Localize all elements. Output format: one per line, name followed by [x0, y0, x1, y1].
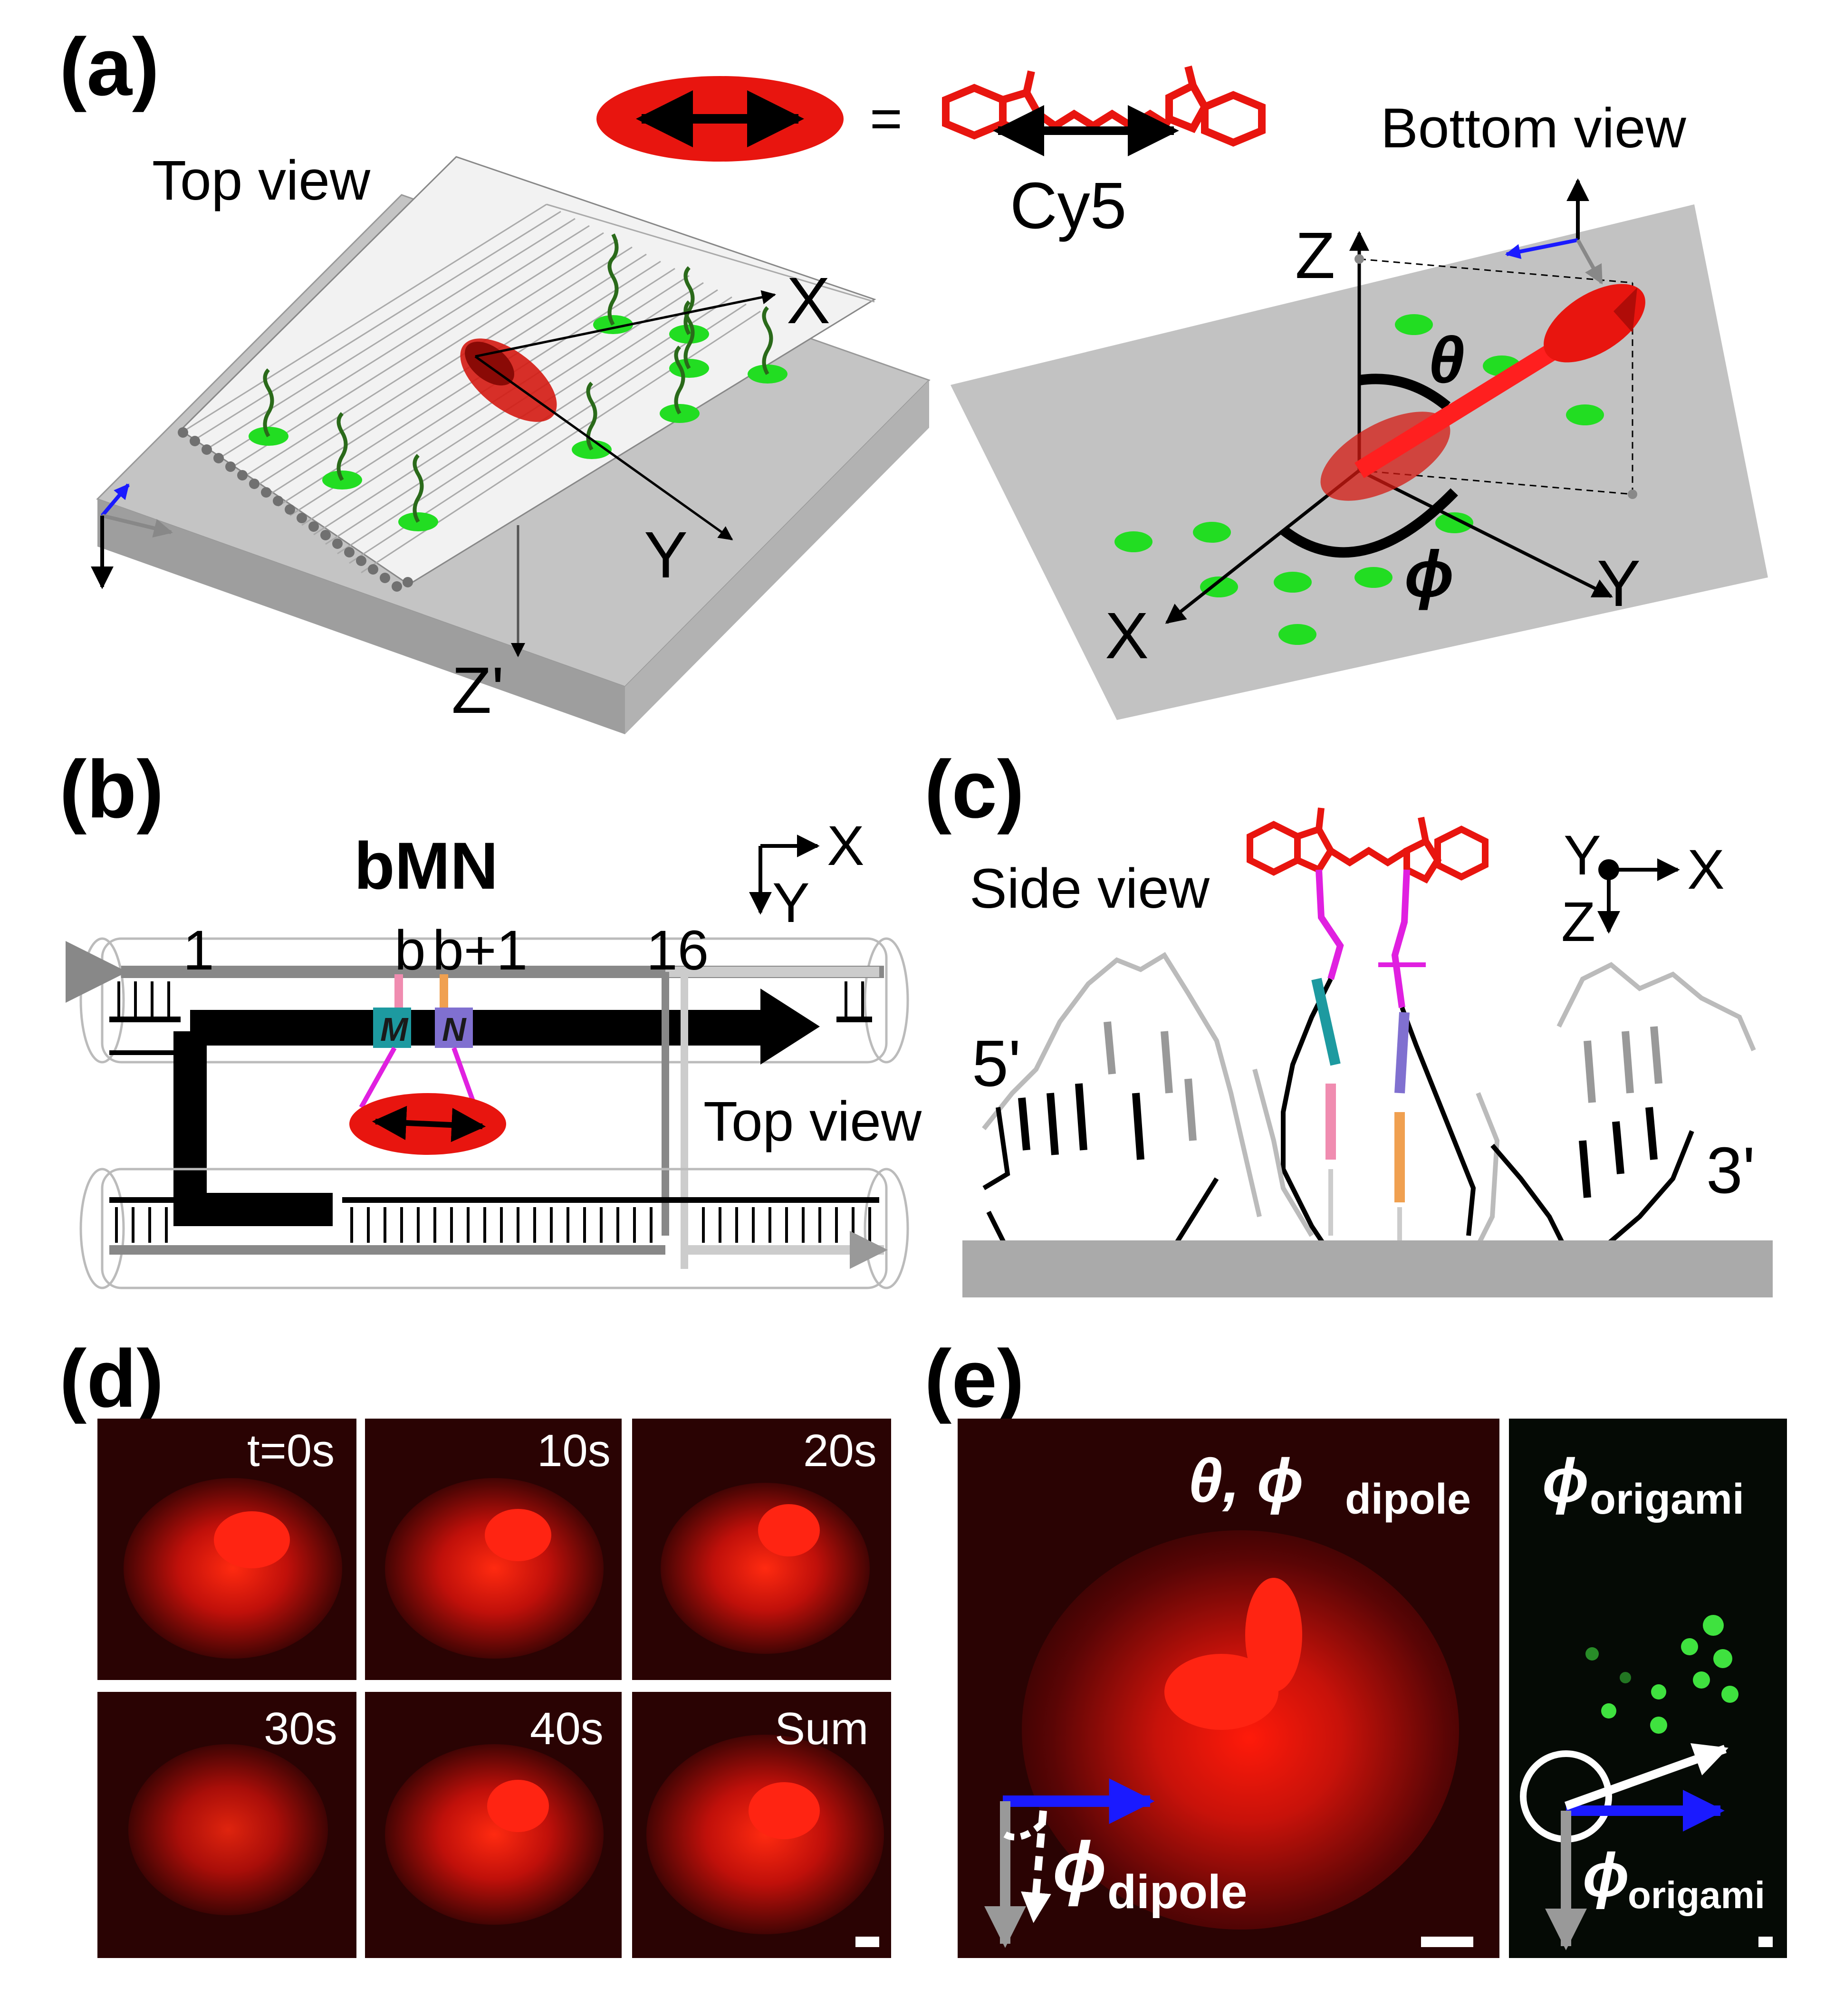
y-axis-top	[474, 355, 733, 541]
x-label-top: X	[787, 264, 830, 337]
phi-origami-symbol: ϕ	[1583, 1840, 1629, 1910]
dna-duplex-left	[982, 952, 1262, 1286]
bmn-title: bMN	[354, 828, 498, 903]
pos-1: 1	[183, 919, 214, 982]
side-view-label: Side view	[970, 857, 1210, 920]
helix-bottom	[79, 1168, 909, 1289]
equals-sign: =	[870, 87, 903, 150]
panel-d-label: (d)	[59, 1333, 164, 1424]
top-view-label-a: Top view	[152, 149, 371, 212]
c-axis-y: Y	[1564, 824, 1601, 887]
frame-40-label: 40s	[530, 1703, 604, 1754]
b-axis-x: X	[827, 815, 864, 877]
c-axis-z: Z	[1561, 891, 1595, 953]
base-m-label: M	[380, 1011, 409, 1048]
end-3-label: 3'	[1706, 1134, 1755, 1207]
docking-strands	[249, 233, 788, 531]
zprime-label-top: Z'	[451, 654, 504, 727]
origami-image: ϕ origami ϕ origami	[1509, 1419, 1787, 1958]
y-label-bottom: Y	[1597, 547, 1641, 620]
pos-b: b	[394, 919, 426, 982]
x-label-bottom: X	[1105, 599, 1149, 672]
frame-20: 20s	[632, 1419, 891, 1680]
frame-30: 30s	[97, 1692, 356, 1958]
panel-b: (b) bMN X Y	[59, 744, 922, 1289]
top-view-label-b: Top view	[703, 1090, 922, 1153]
frame-0-label: t=0s	[247, 1425, 335, 1476]
dipole-image: θ, ϕ dipole ϕ dipole	[958, 1419, 1499, 1958]
corner-triad-a	[91, 483, 173, 589]
xy-triad-b	[749, 835, 820, 915]
end-5-label: 5'	[972, 1027, 1021, 1100]
panel-e: (e) θ, ϕ dipole ϕ dipole ϕ	[924, 1333, 1787, 1958]
frame-20-label: 20s	[803, 1425, 877, 1476]
phi-origami-sub: origami	[1628, 1874, 1765, 1916]
scale-bar-e-right	[1758, 1937, 1773, 1947]
e-title-left: θ, ϕ	[1188, 1446, 1304, 1515]
staples	[109, 972, 688, 1269]
surface-c	[962, 1240, 1773, 1297]
pos-b1: b+1	[432, 919, 528, 982]
e-title-left-sub: dipole	[1345, 1476, 1471, 1523]
base-n-label: N	[442, 1011, 467, 1048]
panel-a-label: (a)	[59, 21, 159, 113]
phi-dipole-sub: dipole	[1107, 1865, 1247, 1919]
frame-0: t=0s	[97, 1419, 356, 1680]
frame-sum: Sum	[632, 1692, 891, 1958]
panel-c: (c) Side view Y X Z	[924, 744, 1773, 1297]
xz-triad-c	[1597, 858, 1680, 934]
phi-dipole-symbol: ϕ	[1053, 1827, 1107, 1907]
frame-10: 10s	[365, 1419, 622, 1680]
scale-bar-d	[855, 1937, 879, 1947]
frame-30-label: 30s	[264, 1703, 337, 1754]
frame-sum-label: Sum	[775, 1703, 868, 1754]
frame-40: 40s	[365, 1692, 622, 1958]
scale-bar-e-left	[1421, 1937, 1473, 1947]
panel-b-label: (b)	[59, 744, 164, 835]
panel-e-label: (e)	[924, 1333, 1024, 1424]
panel-a: (a) = Cy5 Top view	[59, 21, 1768, 734]
panel-d: (d) t=0s 10s 20s 30s 40s	[59, 1333, 891, 1958]
bottom-green-markers	[1114, 314, 1604, 645]
dna-duplex-right	[1490, 962, 1756, 1258]
x-axis-top	[475, 290, 776, 358]
e-title-right: ϕ	[1542, 1446, 1589, 1515]
panel-c-label: (c)	[924, 744, 1024, 835]
y-label-top: Y	[644, 518, 688, 592]
cy5-label: Cy5	[1010, 169, 1126, 242]
theta-label: θ	[1428, 324, 1465, 397]
cy5-structure-c	[1247, 807, 1489, 884]
phi-label: ϕ	[1404, 538, 1454, 611]
pos-16: 16	[646, 919, 709, 982]
bottom-view-label: Bottom view	[1381, 97, 1686, 160]
z-label-bottom: Z	[1295, 219, 1335, 292]
e-title-right-sub: origami	[1590, 1476, 1744, 1523]
b-axis-y: Y	[772, 872, 810, 934]
dna-duplex-middle	[1252, 978, 1500, 1259]
bottom-triad	[1505, 178, 1604, 285]
frame-10-label: 10s	[537, 1425, 611, 1476]
c-axis-x: X	[1687, 838, 1725, 901]
